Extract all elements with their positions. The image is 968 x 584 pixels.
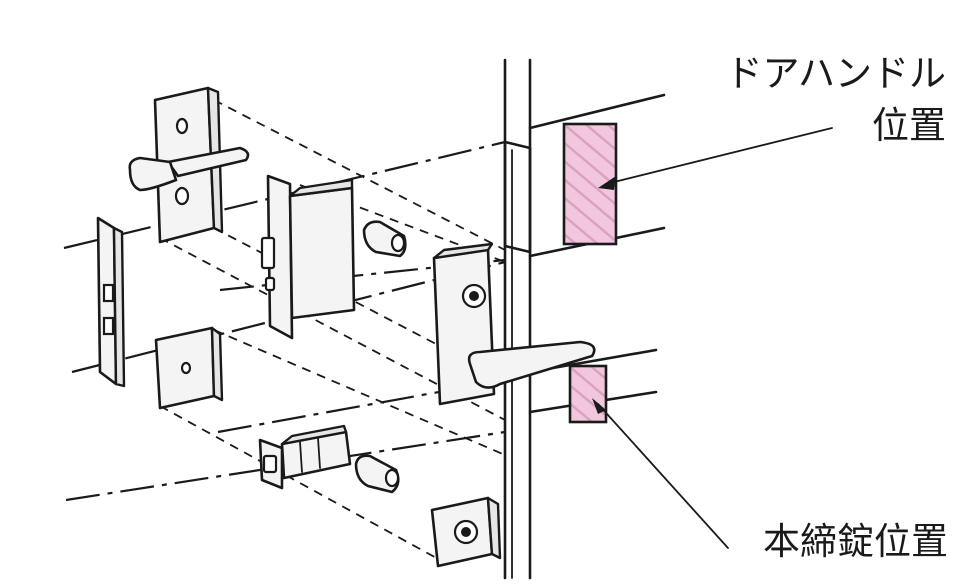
cylinder-lower (354, 454, 400, 494)
deadbolt-position-label: 本締錠位置 (763, 520, 948, 563)
mortise-lock-body (260, 174, 356, 340)
leader-handle (598, 127, 833, 190)
door-handle-label-line2: 位置 (872, 104, 946, 147)
leader-deadbolt (592, 398, 729, 549)
door-handle-label-line1: ドアハンドル (725, 52, 946, 95)
strike-plate (96, 216, 126, 388)
handle-plate-left (128, 86, 250, 244)
door-edge (503, 58, 532, 580)
cylinder-upper (362, 220, 407, 258)
deadbolt-position-area (568, 364, 608, 424)
handle-plate-right (432, 242, 596, 406)
deadbolt-latch (258, 424, 352, 490)
escutcheon-square (154, 326, 224, 410)
thumbturn-plate (430, 496, 502, 568)
